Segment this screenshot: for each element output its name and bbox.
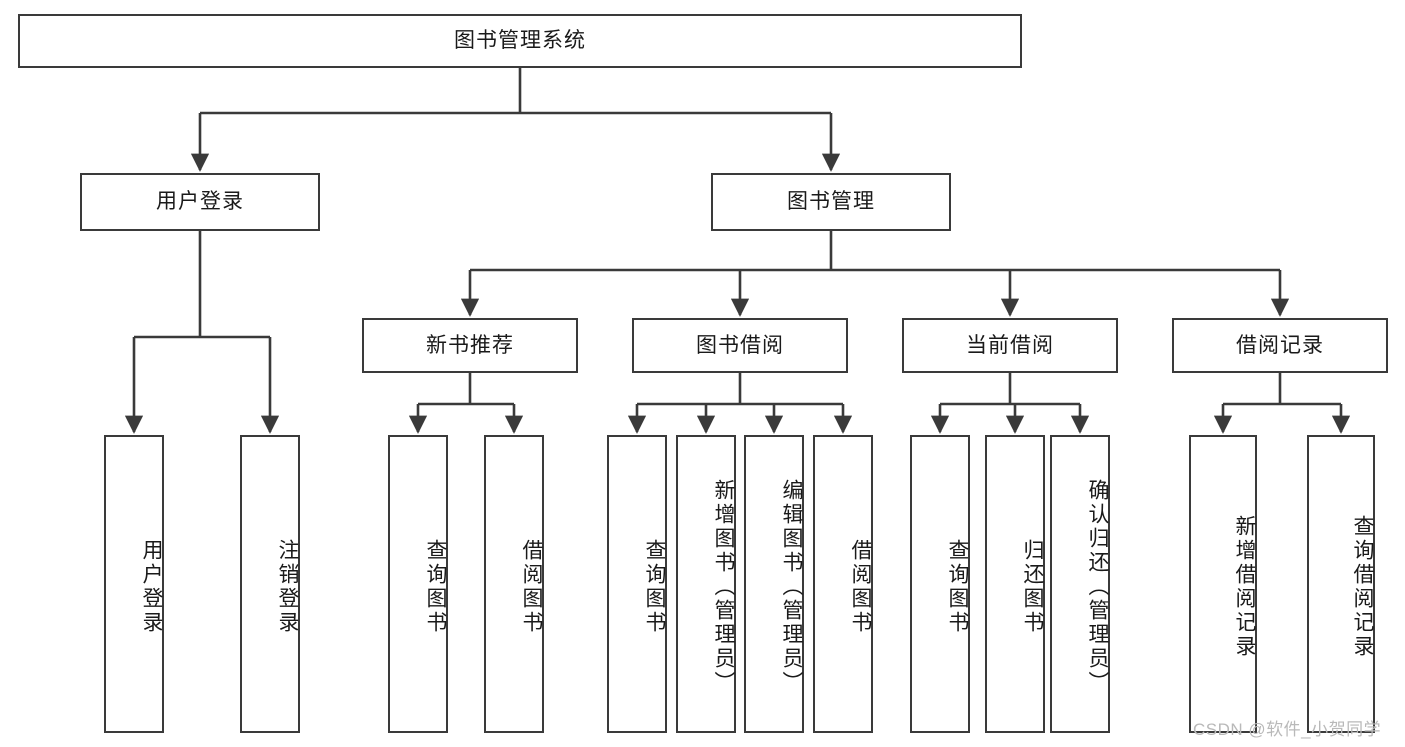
node-label: 图书管理系统 — [454, 29, 586, 53]
node-label: 查询图书 — [643, 539, 666, 635]
node-label: 用户登录 — [140, 539, 163, 635]
node-label: 图书管理 — [787, 190, 875, 214]
node-leaf_add_book_admin[interactable]: 新增图书（管理员） — [676, 435, 736, 733]
node-book_borrow[interactable]: 图书借阅 — [632, 318, 848, 373]
node-leaf_borrow_book_1[interactable]: 借阅图书 — [484, 435, 544, 733]
node-leaf_confirm_return_admin[interactable]: 确认归还（管理员） — [1050, 435, 1110, 733]
node-leaf_return_book[interactable]: 归还图书 — [985, 435, 1045, 733]
node-label: 新增图书（管理员） — [712, 479, 735, 695]
node-leaf_add_borrow_record[interactable]: 新增借阅记录 — [1189, 435, 1257, 733]
node-label: 查询图书 — [424, 539, 447, 635]
node-leaf_edit_book_admin[interactable]: 编辑图书（管理员） — [744, 435, 804, 733]
node-label: 新增借阅记录 — [1233, 515, 1256, 659]
node-borrow_record[interactable]: 借阅记录 — [1172, 318, 1388, 373]
node-label: 查询图书 — [946, 539, 969, 635]
node-leaf_query_book_2[interactable]: 查询图书 — [607, 435, 667, 733]
watermark-credit: CSDN @软件_小贺同学 — [1193, 720, 1382, 739]
node-label: 注销登录 — [276, 539, 299, 635]
node-label: 用户登录 — [156, 190, 244, 214]
node-new_book_rec[interactable]: 新书推荐 — [362, 318, 578, 373]
node-book_manage[interactable]: 图书管理 — [711, 173, 951, 231]
node-label: 借阅记录 — [1236, 333, 1324, 357]
node-label: 归还图书 — [1021, 539, 1044, 635]
node-label: 借阅图书 — [849, 539, 872, 635]
node-root[interactable]: 图书管理系统 — [18, 14, 1022, 68]
node-current_borrow[interactable]: 当前借阅 — [902, 318, 1118, 373]
node-label: 查询借阅记录 — [1351, 515, 1374, 659]
node-label: 当前借阅 — [966, 333, 1054, 357]
node-label: 新书推荐 — [426, 333, 514, 357]
node-leaf_query_book_3[interactable]: 查询图书 — [910, 435, 970, 733]
node-leaf_borrow_book_2[interactable]: 借阅图书 — [813, 435, 873, 733]
node-leaf_query_borrow_record[interactable]: 查询借阅记录 — [1307, 435, 1375, 733]
node-user_login[interactable]: 用户登录 — [80, 173, 320, 231]
node-leaf_logout[interactable]: 注销登录 — [240, 435, 300, 733]
node-label: 编辑图书（管理员） — [780, 479, 803, 695]
node-leaf_query_book_1[interactable]: 查询图书 — [388, 435, 448, 733]
node-leaf_user_login[interactable]: 用户登录 — [104, 435, 164, 733]
node-label: 确认归还（管理员） — [1086, 479, 1109, 695]
edge-paths — [124, 68, 1351, 434]
node-label: 借阅图书 — [520, 539, 543, 635]
node-label: 图书借阅 — [696, 333, 784, 357]
